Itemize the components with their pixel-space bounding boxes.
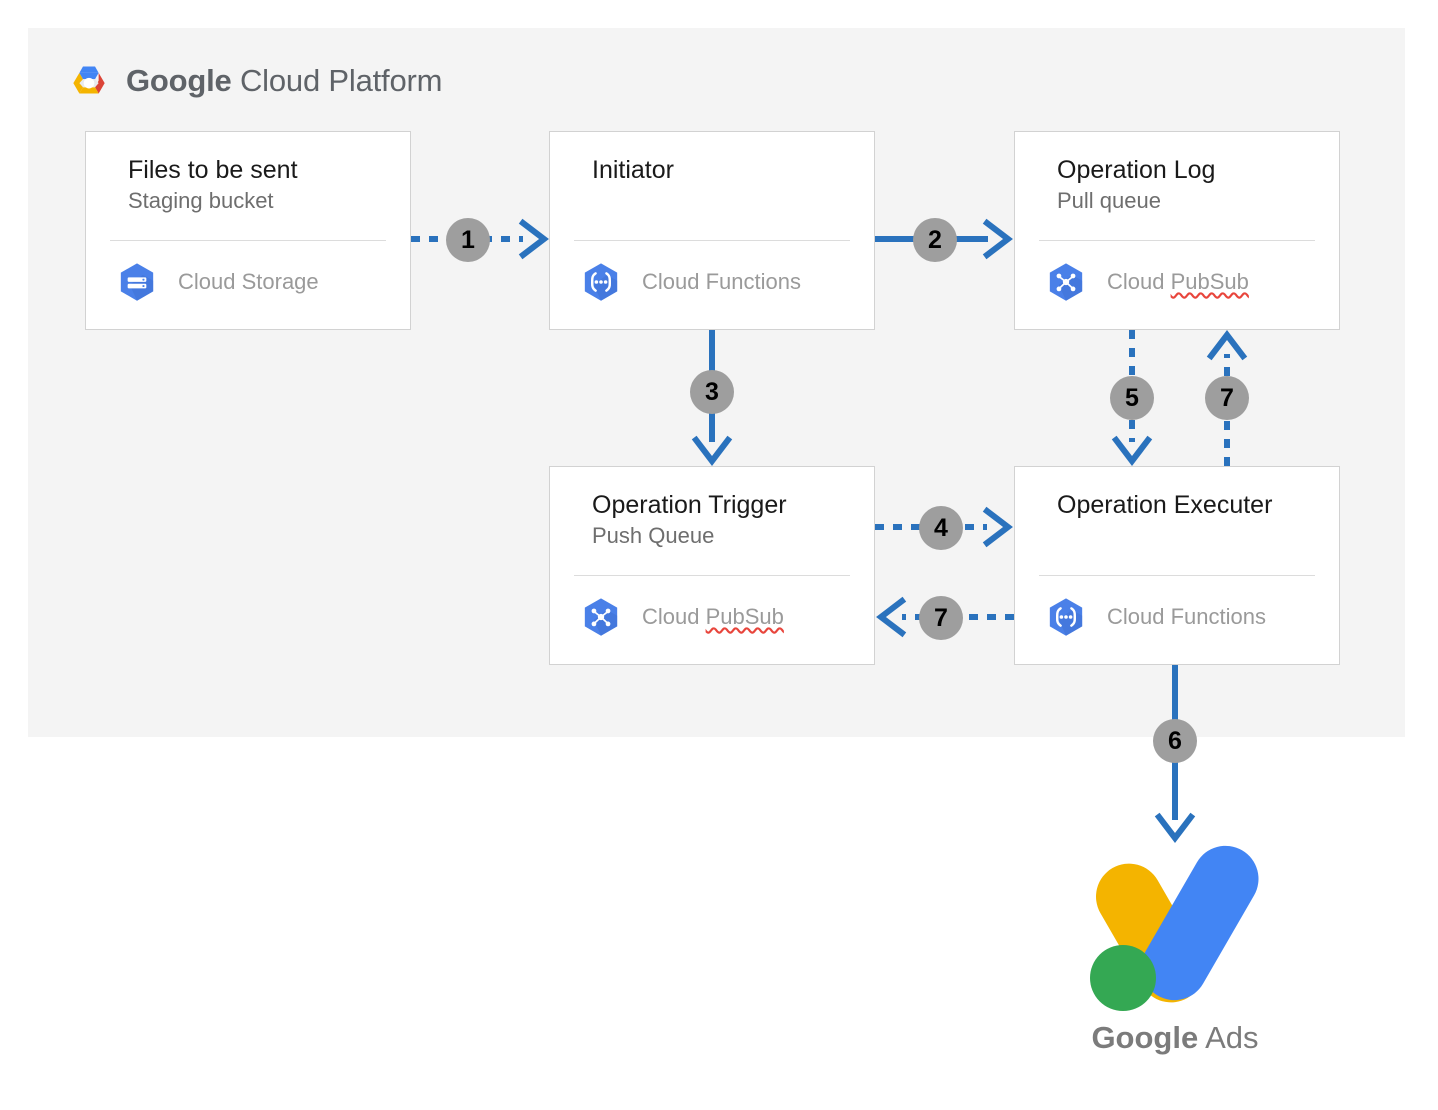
- card-divider: [574, 240, 850, 241]
- ads-wordmark-light: Ads: [1205, 1020, 1259, 1055]
- service-label-plain: Cloud: [642, 604, 706, 629]
- service-label: Cloud PubSub: [642, 606, 784, 628]
- card-subtitle: Staging bucket: [128, 188, 274, 213]
- cloud-functions-icon: [584, 263, 618, 301]
- connector-badge-7-left: 7: [919, 596, 963, 640]
- connector-badge-1: 1: [446, 218, 490, 262]
- service-label: Cloud Functions: [1107, 604, 1266, 629]
- service-label-plain: Cloud: [1107, 269, 1171, 294]
- card-service-footer: Cloud Functions: [578, 258, 801, 306]
- google-cloud-platform-logo-icon: [73, 66, 105, 94]
- cloud-pubsub-icon: [584, 598, 618, 636]
- connector-badge-4: 4: [919, 506, 963, 550]
- card-divider: [574, 575, 850, 576]
- card-title: Files to be sent: [128, 156, 298, 184]
- card-files-to-be-sent[interactable]: Files to be sent Staging bucket Cloud St…: [85, 131, 411, 330]
- google-ads-logo-icon: [1090, 845, 1259, 1011]
- card-service-footer: Cloud PubSub: [1043, 258, 1249, 306]
- service-label: Cloud Functions: [642, 269, 801, 294]
- card-title: Operation Log: [1057, 156, 1216, 184]
- card-operation-log[interactable]: Operation Log Pull queue Cloud PubSub: [1014, 131, 1340, 330]
- ads-wordmark-strong: Google: [1091, 1020, 1199, 1055]
- service-label-spellchecked: PubSub: [705, 604, 784, 629]
- card-title: Initiator: [592, 156, 674, 184]
- connector-badge-2: 2: [913, 218, 957, 262]
- card-service-footer: Cloud PubSub: [578, 593, 784, 641]
- cloud-storage-icon: [120, 263, 154, 301]
- gcp-wordmark-strong: Google: [126, 62, 232, 98]
- google-ads-wordmark: Google Ads: [1075, 1022, 1275, 1053]
- connector-badge-5: 5: [1110, 376, 1154, 420]
- card-divider: [1039, 240, 1315, 241]
- card-initiator[interactable]: Initiator Cloud Functions: [549, 131, 875, 330]
- service-label: Cloud PubSub: [1107, 271, 1249, 293]
- card-subtitle: Push Queue: [592, 523, 715, 548]
- gcp-wordmark: Google Cloud Platform: [126, 65, 442, 96]
- card-divider: [1039, 575, 1315, 576]
- card-operation-executer[interactable]: Operation Executer Cloud Functions: [1014, 466, 1340, 665]
- connector-badge-7-up: 7: [1205, 376, 1249, 420]
- service-label-spellchecked: PubSub: [1170, 269, 1249, 294]
- connector-badge-6: 6: [1153, 719, 1197, 763]
- cloud-pubsub-icon: [1049, 263, 1083, 301]
- gcp-brand: Google Cloud Platform: [66, 56, 442, 104]
- card-subtitle: Pull queue: [1057, 188, 1161, 213]
- connector-badge-3: 3: [690, 370, 734, 414]
- card-operation-trigger[interactable]: Operation Trigger Push Queue Cloud PubSu…: [549, 466, 875, 665]
- gcp-wordmark-light: Cloud Platform: [240, 62, 443, 98]
- card-title: Operation Executer: [1057, 491, 1273, 519]
- card-divider: [110, 240, 386, 241]
- card-service-footer: Cloud Functions: [1043, 593, 1266, 641]
- cloud-functions-icon: [1049, 598, 1083, 636]
- card-service-footer: Cloud Storage: [114, 258, 319, 306]
- service-label: Cloud Storage: [178, 269, 319, 294]
- card-title: Operation Trigger: [592, 491, 787, 519]
